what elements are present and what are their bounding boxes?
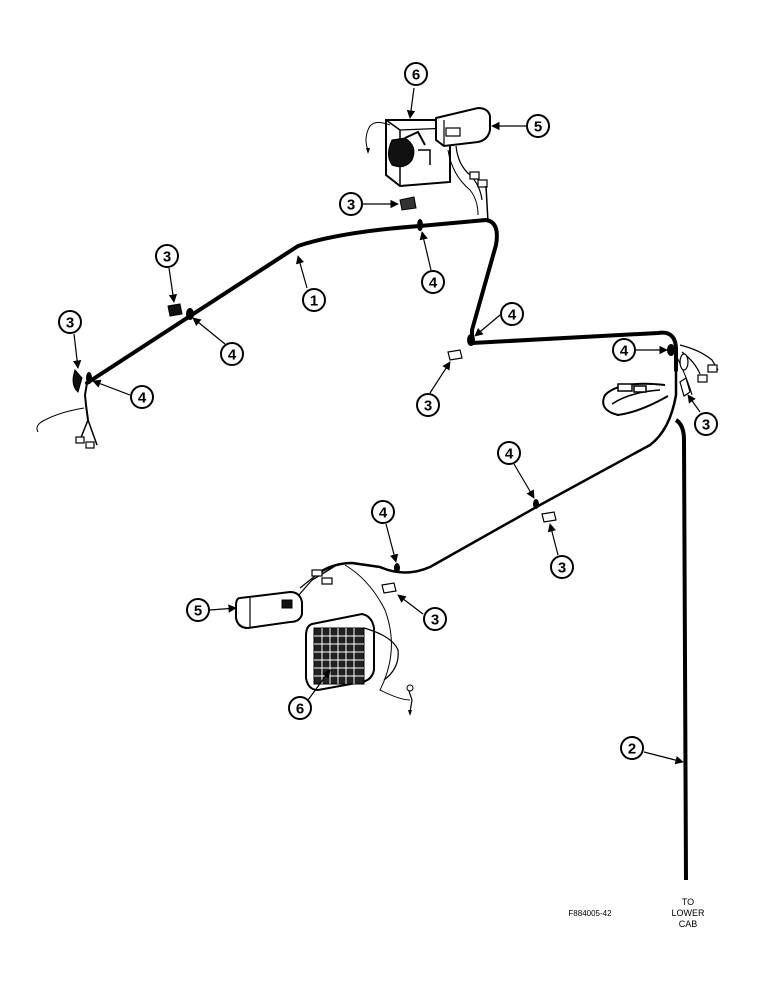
svg-text:4: 4 <box>620 343 629 360</box>
harness-to-lower-cab <box>674 418 688 881</box>
svg-text:4: 4 <box>429 275 438 292</box>
svg-text:5: 5 <box>534 119 542 136</box>
junction-connector <box>617 383 633 392</box>
svg-text:5: 5 <box>194 603 202 620</box>
svg-text:LOWER: LOWER <box>671 908 705 918</box>
svg-text:4: 4 <box>138 390 147 407</box>
clamps <box>72 196 691 594</box>
svg-text:3: 3 <box>163 249 171 266</box>
svg-text:1: 1 <box>310 293 318 310</box>
lower-connector-a <box>311 569 323 577</box>
svg-text:3: 3 <box>424 398 432 415</box>
callout-3-lower-right: 3 <box>550 555 574 579</box>
svg-text:3: 3 <box>558 560 566 577</box>
svg-text:CAB: CAB <box>679 919 698 929</box>
junction-bundle <box>602 344 719 417</box>
svg-text:3: 3 <box>431 612 439 629</box>
right-connector-a <box>707 364 718 373</box>
svg-text:3: 3 <box>66 315 74 332</box>
main-harness <box>36 218 678 449</box>
right-clip <box>679 353 689 371</box>
harness-clips <box>86 219 675 573</box>
callout-3-right: 3 <box>694 412 718 436</box>
right-connector-b <box>697 374 708 383</box>
callout-4-right: 4 <box>612 338 636 362</box>
lower-branch-harness <box>299 370 678 701</box>
callout-5-lower: 5 <box>186 598 210 622</box>
callout-4-left-end: 4 <box>130 385 154 409</box>
callout-3-left-end: 3 <box>58 310 82 334</box>
callout-3-lower-left: 3 <box>423 607 447 631</box>
left-connector-b <box>85 441 95 449</box>
left-connector-a <box>75 436 85 444</box>
to-lower-cab-label: TO LOWER CAB <box>671 897 705 929</box>
callout-3-center: 3 <box>416 393 440 417</box>
callout-1: 1 <box>302 288 326 312</box>
svg-text:TO: TO <box>682 897 694 907</box>
callout-4-lower-left: 4 <box>371 500 395 524</box>
lower-connector-b <box>321 577 333 585</box>
svg-text:3: 3 <box>702 417 710 434</box>
upper-work-lamp <box>365 119 451 188</box>
callouts: 6 5 3 3 1 4 3 4 <box>58 62 718 760</box>
callout-3-left-mid: 3 <box>155 244 179 268</box>
leader-lines <box>72 87 701 765</box>
svg-text:4: 4 <box>228 347 237 364</box>
upper-marker-lamp <box>435 106 491 223</box>
svg-text:3: 3 <box>347 197 355 214</box>
svg-text:4: 4 <box>508 307 517 324</box>
lower-work-lamp <box>305 612 414 716</box>
callout-4-center: 4 <box>500 302 524 326</box>
callout-3-upper: 3 <box>339 192 363 216</box>
callout-4-lower-right: 4 <box>497 441 521 465</box>
svg-text:4: 4 <box>379 505 388 522</box>
figure-id: F884005-42 <box>568 909 612 918</box>
svg-text:4: 4 <box>505 446 514 463</box>
svg-text:2: 2 <box>628 741 636 758</box>
svg-text:6: 6 <box>412 67 420 84</box>
svg-text:6: 6 <box>296 701 304 718</box>
callout-4-top: 4 <box>421 270 445 294</box>
callout-6-upper: 6 <box>404 62 428 86</box>
callout-5-upper: 5 <box>526 114 550 138</box>
callout-4-left-mid: 4 <box>220 342 244 366</box>
callout-2: 2 <box>620 736 644 760</box>
lower-marker-lamp <box>235 579 313 630</box>
callout-6-lower: 6 <box>288 696 312 720</box>
